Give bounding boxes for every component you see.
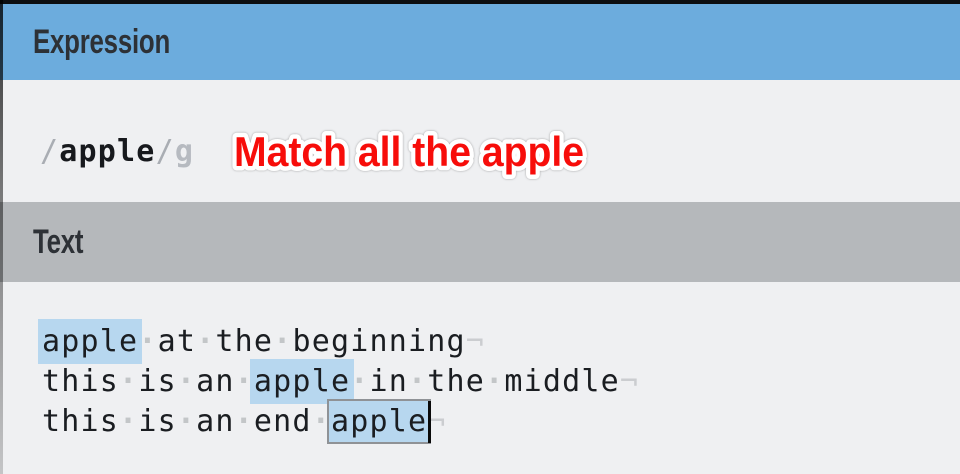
space-dot-marker: · — [350, 364, 370, 399]
text-line: this·is·an·apple·in·the·middle¬ — [42, 359, 960, 404]
annotation-overlay: Match all the apple — [230, 124, 589, 180]
match-highlight[interactable]: apple — [249, 359, 355, 404]
text-line: this·is·an·end·apple¬ — [42, 399, 960, 444]
space-dot-marker: · — [234, 404, 254, 439]
text-input[interactable]: apple·at·the·beginning¬this·is·an·apple·… — [0, 282, 960, 474]
space-dot-marker: · — [234, 364, 254, 399]
space-dot-marker: · — [119, 364, 139, 399]
regex-expression[interactable]: /apple/g — [40, 132, 194, 172]
space-dot-marker: · — [176, 404, 197, 439]
text-panel-header: Text — [0, 202, 960, 282]
text-word: end — [253, 404, 312, 439]
text-word: the — [427, 364, 486, 399]
space-dot-marker: · — [408, 364, 428, 399]
match-highlight-selected[interactable]: apple — [326, 399, 432, 444]
expression-panel-header: Expression — [0, 4, 960, 80]
text-word: at — [157, 324, 197, 359]
text-word: is — [138, 404, 177, 439]
text-word: in — [369, 364, 409, 399]
text-word: beginning — [292, 324, 466, 359]
space-dot-marker: · — [196, 324, 216, 359]
regex-open-delimiter: / — [40, 134, 60, 169]
text-lines: apple·at·the·beginning¬this·is·an·apple·… — [0, 282, 960, 444]
text-caret — [428, 400, 432, 443]
line-end-marker: ¬ — [427, 404, 447, 439]
text-word: an — [196, 364, 235, 399]
space-dot-marker: · — [176, 364, 197, 399]
expression-input[interactable]: /apple/g Match all the apple — [0, 80, 960, 202]
regex-flags[interactable]: g — [174, 134, 195, 169]
regex-close-delimiter: / — [155, 134, 175, 169]
text-panel-title: Text — [33, 222, 84, 261]
text-word: the — [215, 324, 274, 359]
match-highlight[interactable]: apple — [38, 319, 143, 364]
space-dot-marker: · — [311, 404, 331, 439]
text-word: this — [42, 404, 120, 439]
space-dot-marker: · — [119, 404, 139, 439]
text-line: apple·at·the·beginning¬ — [38, 319, 960, 364]
regex-pattern: apple — [59, 134, 156, 169]
space-dot-marker: · — [485, 364, 505, 399]
expression-panel-title: Expression — [33, 22, 171, 61]
line-end-marker: ¬ — [465, 324, 486, 359]
text-word: is — [138, 364, 177, 399]
text-word: an — [196, 404, 235, 439]
window-top-border — [0, 0, 960, 4]
annotation-text: Match all the apple — [234, 128, 584, 175]
text-word: middle — [504, 364, 620, 399]
line-end-marker: ¬ — [619, 364, 640, 399]
text-word: this — [42, 364, 120, 399]
space-dot-marker: · — [273, 324, 293, 359]
space-dot-marker: · — [138, 324, 158, 359]
